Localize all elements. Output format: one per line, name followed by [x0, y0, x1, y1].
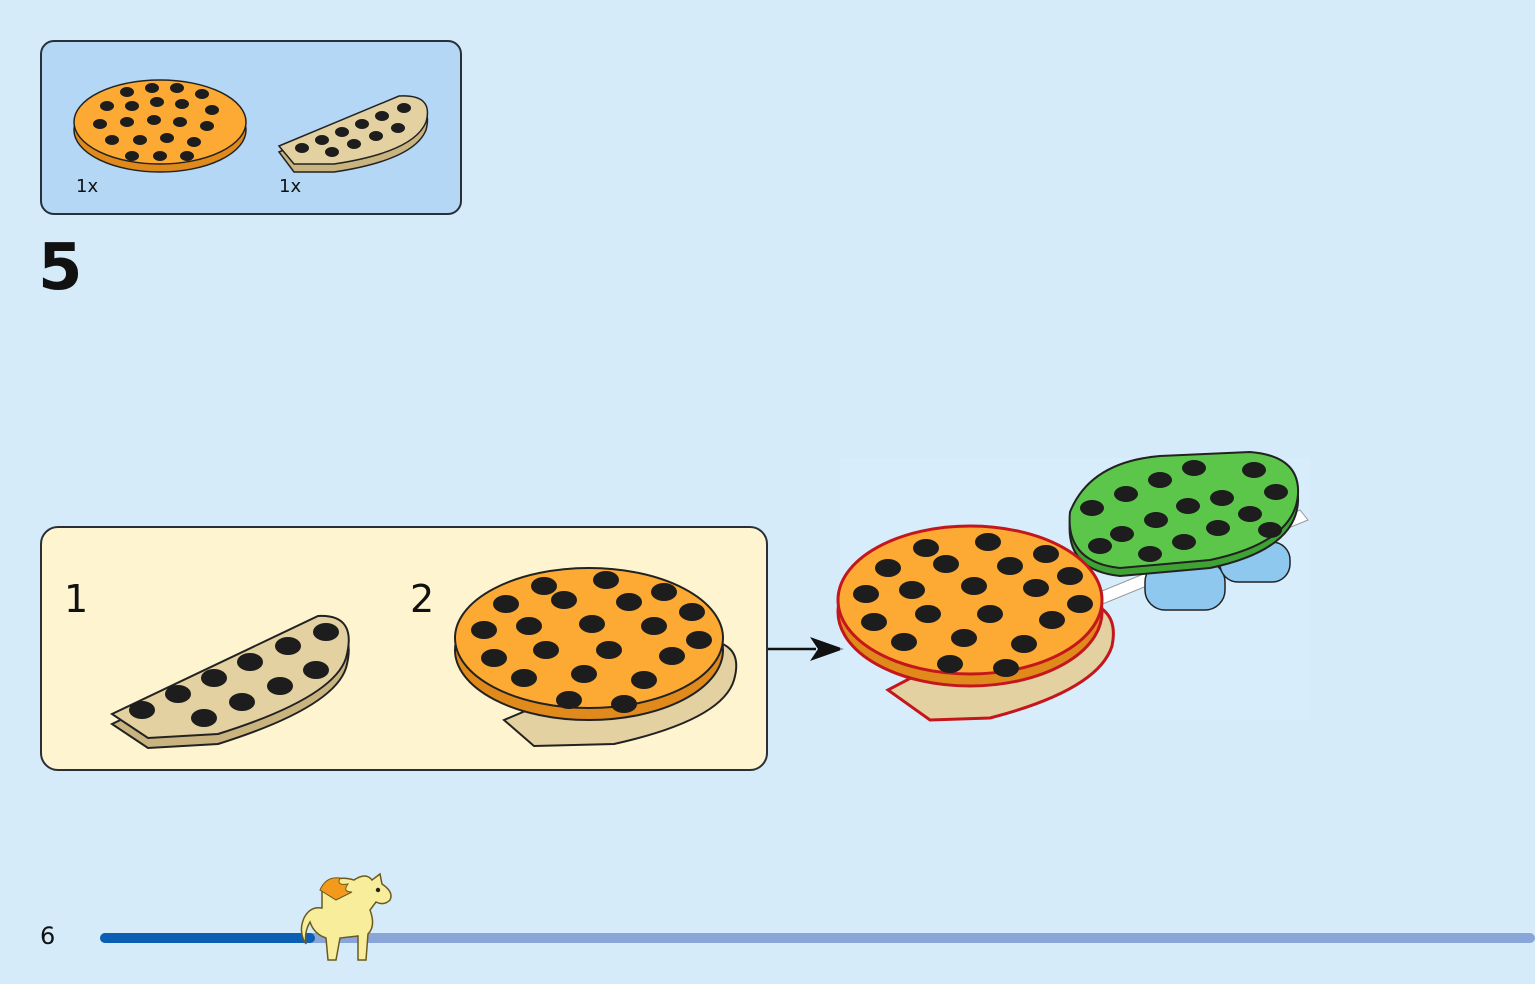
- substep-label: 1: [64, 577, 89, 621]
- pony-icon: [300, 872, 392, 961]
- quantity-label: 1x: [279, 176, 302, 197]
- quantity-label: 1x: [76, 176, 99, 197]
- progress-bar-fill: [100, 933, 315, 943]
- progress-bar: [100, 933, 1535, 943]
- sub-assembly-box: 1 2: [40, 526, 768, 771]
- page-number: 6: [40, 922, 56, 950]
- parts-list-box: 1x 1x: [40, 40, 462, 215]
- main-model-illustration: [836, 450, 1310, 722]
- substep-1-tan-plate: [109, 614, 350, 750]
- substep-2-stacked-plates: [454, 567, 738, 748]
- tan-half-plate-part: [277, 95, 429, 173]
- orange-round-plate-part: [73, 79, 247, 173]
- arrow-right-icon: [768, 637, 844, 661]
- substep-label: 2: [410, 577, 435, 621]
- step-number: 5: [38, 231, 83, 305]
